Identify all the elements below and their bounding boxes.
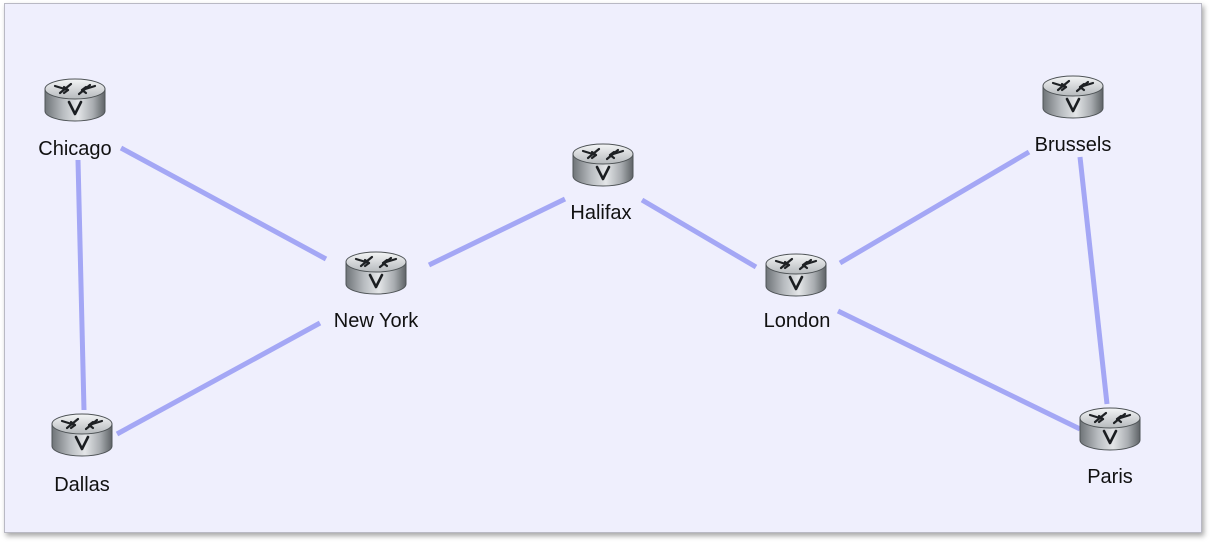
link-halifax-london[interactable] [640,197,758,270]
diagram-canvas [4,3,1202,533]
router-icon[interactable] [50,412,114,458]
node-halifax[interactable]: Halifax [570,142,635,224]
link-chicago-dallas[interactable] [75,159,87,411]
node-label: Brussels [1035,134,1112,156]
link-chicago-newyork[interactable] [119,145,328,262]
link-newyork-halifax[interactable] [427,196,567,268]
router-icon[interactable] [764,252,828,298]
link-dallas-newyork[interactable] [115,320,322,437]
node-newyork[interactable]: New York [334,250,419,332]
node-label: New York [334,310,419,332]
router-icon[interactable] [344,250,408,296]
node-label: Paris [1087,466,1133,488]
router-icon[interactable] [1041,74,1105,120]
link-london-paris[interactable] [836,308,1082,432]
node-dallas[interactable]: Dallas [50,412,114,496]
node-label: Dallas [54,474,110,496]
node-label: London [764,310,831,332]
link-london-brussels[interactable] [838,149,1031,266]
node-label: Halifax [570,202,631,224]
router-icon[interactable] [43,77,107,123]
node-brussels[interactable]: Brussels [1035,74,1112,156]
node-london[interactable]: London [764,252,831,332]
node-paris[interactable]: Paris [1078,406,1142,488]
router-icon[interactable] [1078,406,1142,452]
link-brussels-paris[interactable] [1077,156,1110,405]
node-label: Chicago [38,138,111,160]
router-icon[interactable] [571,142,635,188]
node-chicago[interactable]: Chicago [38,77,112,160]
